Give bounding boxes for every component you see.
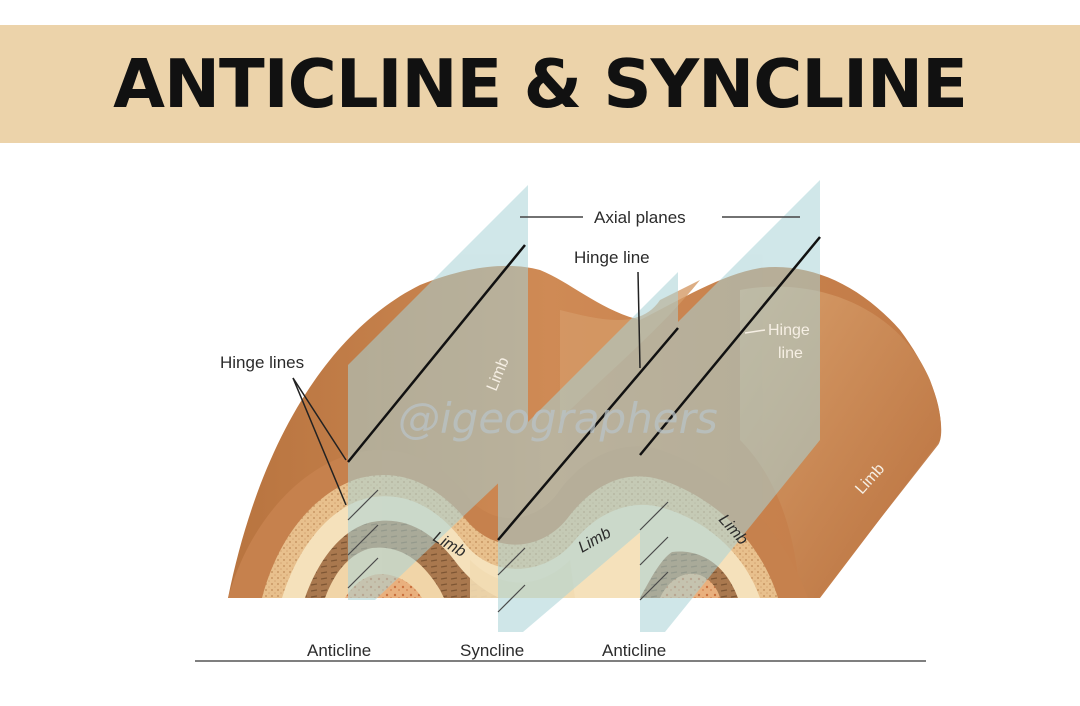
label-hinge-line-right-1: Hinge: [768, 322, 810, 339]
hinge-line-right-leader: [744, 329, 766, 334]
label-hinge-lines-left: Hinge lines: [220, 353, 304, 372]
hinge-line-top-leader: [637, 271, 641, 369]
title-banner: ANTICLINE & SYNCLINE: [0, 25, 1080, 143]
label-hinge-line-top: Hinge line: [574, 248, 650, 267]
hinge-line-left: [347, 244, 526, 463]
hinge-line-right: [639, 236, 821, 456]
axial-plane-middle: [498, 272, 678, 632]
label-syncline: Syncline: [460, 641, 524, 660]
page-title: ANTICLINE & SYNCLINE: [113, 45, 968, 123]
hinge-line-middle: [497, 327, 679, 541]
label-hinge-line-right-2: line: [778, 345, 803, 362]
axial-plane-left: [348, 185, 528, 600]
hinge-lines-leader-2: [292, 377, 347, 506]
inner-hinge-lines: [347, 489, 669, 613]
label-anticline-left: Anticline: [307, 641, 371, 660]
watermark: @igeographers: [398, 394, 718, 443]
hinge-lines-leader-1: [292, 377, 347, 461]
label-anticline-right: Anticline: [602, 641, 666, 660]
label-axial-planes: Axial planes: [594, 208, 686, 227]
